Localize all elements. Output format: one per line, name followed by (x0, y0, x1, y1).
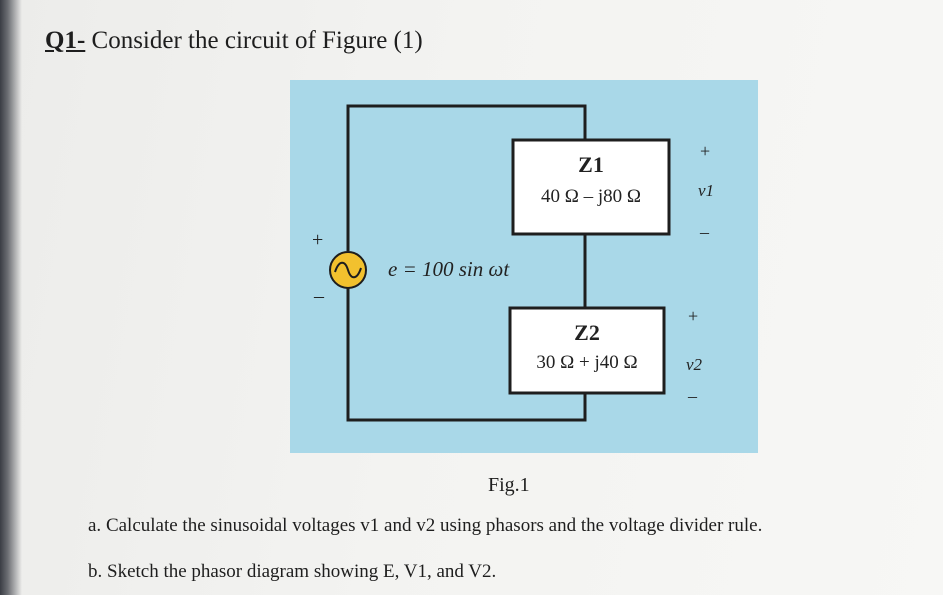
task-b-id: b. (88, 561, 103, 582)
z2-voltage-label: v2 (686, 355, 703, 374)
z2-name: Z2 (574, 320, 600, 345)
z2-box (508, 306, 666, 395)
task-a: a. Calculate the sinusoidal voltages v1 … (88, 515, 762, 537)
wire-bottom (346, 288, 587, 422)
wire-top (346, 104, 587, 251)
source-minus-sign: – (313, 285, 325, 307)
z1-name: Z1 (578, 152, 604, 177)
z1-box (511, 138, 671, 236)
z2-value: 30 Ω + j40 Ω (536, 352, 638, 373)
z1-plus-sign: + (700, 141, 710, 161)
question-title: Q1- Consider the circuit of Figure (1) (45, 26, 423, 56)
source-equation: e = 100 sin ωt (388, 257, 510, 281)
figure-caption: Fig.1 (488, 474, 530, 496)
z2-minus-sign: – (687, 386, 698, 406)
question-number: Q1- (45, 27, 86, 54)
sine-wave-icon (334, 261, 362, 279)
task-a-text: Calculate the sinusoidal voltages v1 and… (105, 515, 763, 536)
z1-value: 40 Ω – j80 Ω (540, 186, 642, 207)
z1-voltage-label: v1 (698, 181, 714, 200)
circuit-figure: + – e = 100 sin ωt + v1 – + v2 – Z1 40 Ω… (290, 80, 758, 453)
circuit-diagram: + – e = 100 sin ωt + v1 – + v2 – (312, 104, 714, 422)
source-plus-sign: + (312, 229, 323, 251)
circuit-wires (346, 104, 587, 422)
z1-minus-sign: – (699, 222, 710, 242)
question-text: Consider the circuit of Figure (1) (91, 27, 423, 54)
task-b: b. Sketch the phasor diagram showing E, … (88, 561, 496, 583)
z2-plus-sign: + (688, 306, 698, 326)
page-edge-shadow (0, 0, 22, 595)
task-b-text: Sketch the phasor diagram showing E, V1,… (107, 561, 497, 582)
task-a-id: a. (88, 515, 102, 536)
